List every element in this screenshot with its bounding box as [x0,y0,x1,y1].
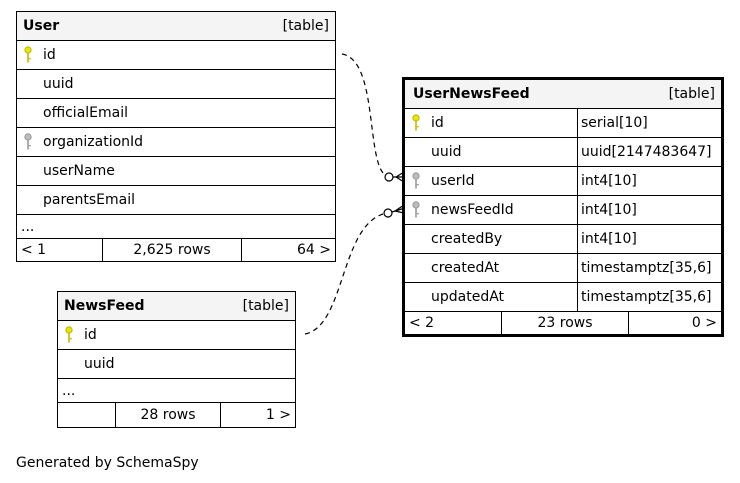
primary-key-icon [412,114,420,131]
column-name: organizationId [43,134,144,150]
parents-count-text: < 1 [21,242,47,258]
column-name: id [84,327,97,343]
parents-count-text: < 2 [409,315,435,331]
column-row[interactable]: parentsEmail [17,186,335,215]
connector-newsfeed-to-usernewsfeed [304,213,384,335]
more-columns-text: ... [62,382,76,399]
column-row[interactable]: id [17,41,335,70]
table-footer: < 1 2,625 rows 64 > [17,239,335,261]
column-type: timestamptz[35,6] [581,260,712,276]
generated-by-caption: Generated by SchemaSpy [16,455,199,471]
primary-key-icon [24,46,32,63]
more-columns: ... [58,379,295,403]
column-row[interactable]: organizationId [17,128,335,157]
column-row[interactable]: id serial[10] [405,109,721,138]
column-row[interactable]: updatedAt timestamptz[35,6] [405,283,721,312]
more-columns: ... [17,215,335,239]
table-name: User [23,18,60,34]
table-header: NewsFeed [table] [58,292,295,321]
column-name: createdAt [431,260,500,276]
column-type: serial[10] [581,115,648,131]
row-count-text: 2,625 rows [133,242,211,258]
column-name: id [431,115,444,131]
table-name: NewsFeed [64,298,145,314]
more-columns-text: ... [21,218,35,235]
foreign-key-icon [24,133,32,150]
column-type: int4[10] [581,231,637,247]
column-name: uuid [43,76,74,92]
column-name: userId [431,173,475,189]
parents-count[interactable] [58,403,116,427]
column-name: createdBy [431,231,503,247]
column-name: newsFeedId [431,202,514,218]
column-type: int4[10] [581,202,637,218]
column-name: userName [43,163,115,179]
table-newsfeed[interactable]: NewsFeed [table] id uuid ... 28 rows 1 > [57,291,296,428]
primary-key-icon [65,326,73,343]
column-name: updatedAt [431,289,505,305]
row-count-text: 23 rows [537,315,593,331]
column-row[interactable]: newsFeedId int4[10] [405,196,721,225]
table-header: UserNewsFeed [table] [405,80,721,109]
column-row[interactable]: uuid [17,70,335,99]
parents-count[interactable]: < 2 [405,312,502,334]
column-row[interactable]: userName [17,157,335,186]
column-name: officialEmail [43,105,128,121]
table-footer: 28 rows 1 > [58,403,295,427]
children-count-text: 1 > [265,407,291,423]
children-count-text: 0 > [691,315,717,331]
table-kind: [table] [282,18,329,34]
children-count[interactable]: 0 > [629,312,721,334]
column-row[interactable]: createdBy int4[10] [405,225,721,254]
row-count: 2,625 rows [103,239,242,261]
children-count-text: 64 > [297,242,331,258]
row-count: 23 rows [502,312,629,334]
table-kind: [table] [242,298,289,314]
column-row[interactable]: createdAt timestamptz[35,6] [405,254,721,283]
table-name: UserNewsFeed [413,86,530,102]
column-name: uuid [431,144,462,160]
column-row[interactable]: userId int4[10] [405,167,721,196]
children-count[interactable]: 64 > [242,239,335,261]
row-count-text: 28 rows [140,407,196,423]
column-row[interactable]: officialEmail [17,99,335,128]
foreign-key-icon [412,201,420,218]
table-footer: < 2 23 rows 0 > [405,312,721,334]
connector-end-circle [384,172,394,182]
column-type: uuid[2147483647] [581,144,712,160]
table-usernewsfeed[interactable]: UserNewsFeed [table] id serial[10] uuid … [402,77,724,337]
row-count: 28 rows [116,403,221,427]
table-header: User [table] [17,12,335,41]
table-user[interactable]: User [table] id uuid officialEmail organ… [16,11,336,262]
table-kind: [table] [668,86,715,102]
column-type: timestamptz[35,6] [581,289,712,305]
foreign-key-icon [412,172,420,189]
column-row[interactable]: uuid [58,350,295,379]
parents-count[interactable]: < 1 [17,239,103,261]
connector-user-to-usernewsfeed [341,53,386,176]
children-count[interactable]: 1 > [221,403,295,427]
column-row[interactable]: id [58,321,295,350]
column-name: uuid [84,356,115,372]
column-type: int4[10] [581,173,637,189]
column-name: parentsEmail [43,192,136,208]
column-row[interactable]: uuid uuid[2147483647] [405,138,721,167]
connector-end-circle [383,208,393,218]
column-name: id [43,47,56,63]
